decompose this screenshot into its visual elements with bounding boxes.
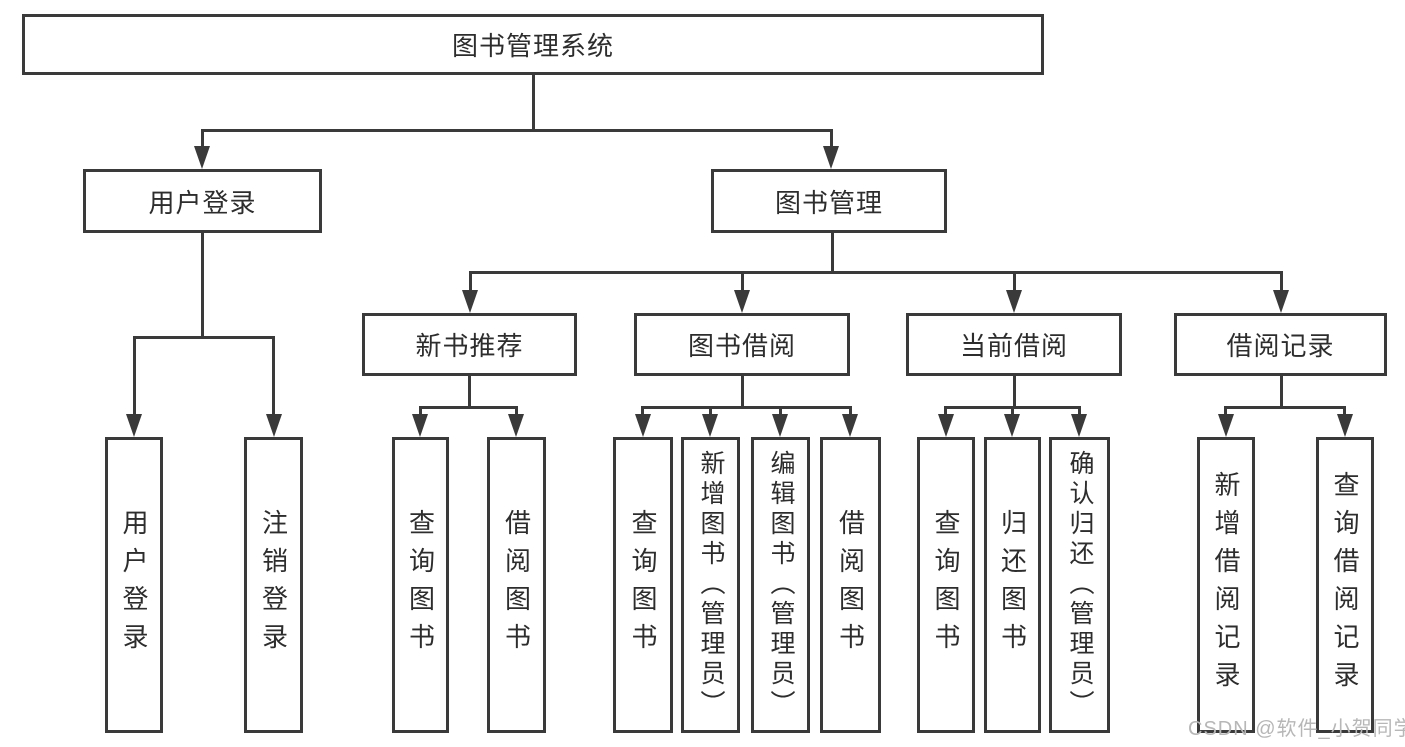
arrowhead-cb-query xyxy=(938,414,954,437)
arrowhead-login xyxy=(126,414,142,437)
connector-book-borrow-branch xyxy=(641,406,851,409)
connector-borrow-record-branch xyxy=(1224,406,1346,409)
connector-borrow-record-trunk xyxy=(1280,376,1283,408)
connector-drop-borrow-record xyxy=(1280,271,1283,293)
arrowhead-bb-query xyxy=(635,414,651,437)
connector-drop-cb-query xyxy=(944,406,947,420)
connector-drop-current-borrow xyxy=(1013,271,1016,293)
node-library-system: 图书管理系统 xyxy=(22,14,1044,75)
leaf-record-add-record: 新增借阅记录 xyxy=(1197,437,1255,733)
connector-drop-nb-borrow xyxy=(515,406,518,420)
leaf-borrow-add-books-admin: 新增图书（管理员） xyxy=(681,437,740,733)
node-user-login: 用户登录 xyxy=(83,169,322,233)
connector-drop-br-add xyxy=(1224,406,1227,420)
connector-user-login-branch xyxy=(133,336,274,339)
connector-drop-cb-return xyxy=(1011,406,1014,420)
arrowhead-br-query xyxy=(1337,414,1353,437)
leaf-borrow-query-books: 查询图书 xyxy=(613,437,673,733)
leaf-user-login: 用户登录 xyxy=(105,437,163,733)
connector-drop-book-borrow xyxy=(741,271,744,293)
arrowhead-borrow-record xyxy=(1273,290,1289,313)
connector-drop-user-login xyxy=(201,129,204,151)
arrowhead-nb-query xyxy=(412,414,428,437)
arrowhead-bb-add xyxy=(702,414,718,437)
arrowhead-user-login xyxy=(194,146,210,169)
arrowhead-cb-confirm xyxy=(1071,414,1087,437)
connector-drop-bb-borrow xyxy=(849,406,852,420)
leaf-borrow-edit-books-admin: 编辑图书（管理员） xyxy=(751,437,810,733)
connector-drop-nb-query xyxy=(419,406,422,420)
csdn-watermark: CSDN @软件_小贺同学 xyxy=(1188,718,1405,740)
connector-drop-cb-confirm xyxy=(1078,406,1081,420)
node-book-mgmt: 图书管理 xyxy=(711,169,947,233)
connector-drop-bb-query xyxy=(641,406,644,420)
connector-level3-branch xyxy=(469,271,1282,274)
arrowhead-logout xyxy=(266,414,282,437)
arrowhead-cb-return xyxy=(1004,414,1020,437)
leaf-record-query-record: 查询借阅记录 xyxy=(1316,437,1374,733)
arrowhead-bb-edit xyxy=(772,414,788,437)
node-book-borrow: 图书借阅 xyxy=(634,313,850,376)
connector-drop-br-query xyxy=(1343,406,1346,420)
connector-drop-book-mgmt xyxy=(830,129,833,151)
leaf-current-return-books: 归还图书 xyxy=(984,437,1041,733)
arrowhead-new-book xyxy=(462,290,478,313)
leaf-newbook-borrow-books: 借阅图书 xyxy=(487,437,546,733)
leaf-current-confirm-return-admin: 确认归还（管理员） xyxy=(1049,437,1110,733)
leaf-logout: 注销登录 xyxy=(244,437,303,733)
connector-root-trunk xyxy=(532,75,535,131)
connector-level2-branch xyxy=(201,129,832,132)
leaf-current-query-books: 查询图书 xyxy=(917,437,975,733)
arrowhead-br-add xyxy=(1218,414,1234,437)
connector-current-borrow-trunk xyxy=(1013,376,1016,408)
arrowhead-book-borrow xyxy=(734,290,750,313)
leaf-newbook-query-books: 查询图书 xyxy=(392,437,449,733)
node-new-book: 新书推荐 xyxy=(362,313,577,376)
arrowhead-book-mgmt xyxy=(823,146,839,169)
node-current-borrow: 当前借阅 xyxy=(906,313,1122,376)
connector-drop-bb-add xyxy=(709,406,712,420)
connector-drop-logout xyxy=(272,336,275,418)
leaf-borrow-borrow-books: 借阅图书 xyxy=(820,437,881,733)
connector-user-login-trunk xyxy=(201,233,204,336)
connector-book-mgmt-trunk xyxy=(831,233,834,274)
connector-book-borrow-trunk xyxy=(741,376,744,408)
arrowhead-current-borrow xyxy=(1006,290,1022,313)
connector-drop-login xyxy=(133,336,136,418)
connector-drop-bb-edit xyxy=(779,406,782,420)
connector-drop-new-book xyxy=(469,271,472,293)
arrowhead-bb-borrow xyxy=(842,414,858,437)
connector-new-book-trunk xyxy=(468,376,471,408)
node-borrow-record: 借阅记录 xyxy=(1174,313,1387,376)
connector-new-book-branch xyxy=(419,406,518,409)
arrowhead-nb-borrow xyxy=(508,414,524,437)
